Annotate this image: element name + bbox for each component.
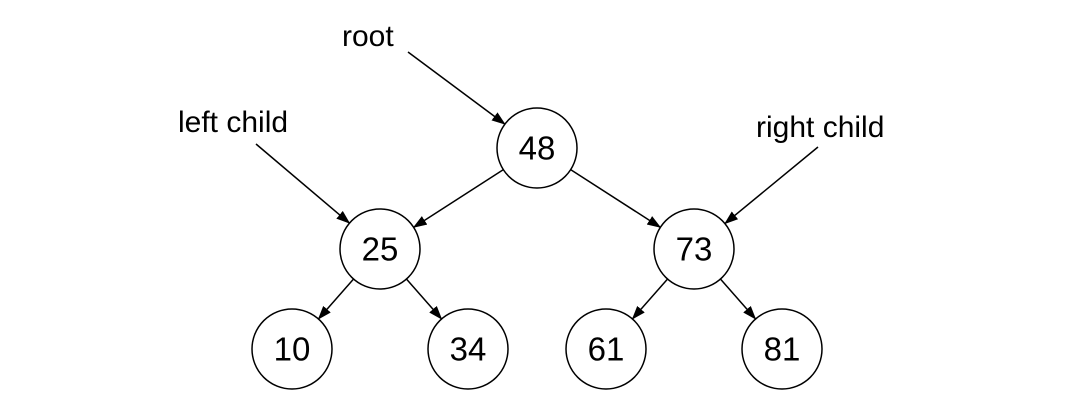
annotation-label-left-child: left child	[178, 106, 288, 139]
edge-48-25	[412, 169, 504, 228]
tree-node-25	[339, 208, 421, 290]
tree-node-value-61: 61	[588, 331, 625, 368]
annotation-label-right-child: right child	[756, 111, 884, 144]
tree-node-value-73: 73	[676, 231, 713, 268]
annotation-label-root: root	[342, 20, 394, 53]
annotations-layer	[255, 51, 819, 225]
tree-node-value-81: 81	[764, 331, 801, 368]
tree-node-value-34: 34	[450, 331, 487, 368]
tree-node-value-48: 48	[519, 130, 556, 167]
tree-node-value-10: 10	[274, 331, 311, 368]
tree-node-61	[565, 308, 647, 390]
labels-layer: root left child right child	[178, 20, 884, 144]
tree-node-value-25: 25	[362, 231, 399, 268]
tree-node-81	[741, 308, 823, 390]
annotation-arrow-left-child	[255, 143, 351, 224]
tree-node-34	[427, 308, 509, 390]
edges-layer	[317, 169, 757, 320]
edge-48-73	[570, 169, 662, 228]
edge-73-81	[719, 278, 757, 320]
edge-25-34	[405, 278, 443, 320]
edge-73-61	[631, 278, 669, 320]
tree-node-73	[653, 208, 735, 290]
edge-25-10	[317, 278, 355, 320]
annotation-arrow-right-child	[724, 146, 819, 225]
annotation-arrow-root	[407, 51, 506, 125]
nodes-layer: 48 25 73 10 34 61 81	[251, 107, 823, 390]
tree-node-10	[251, 308, 333, 390]
tree-node-48	[496, 107, 578, 189]
